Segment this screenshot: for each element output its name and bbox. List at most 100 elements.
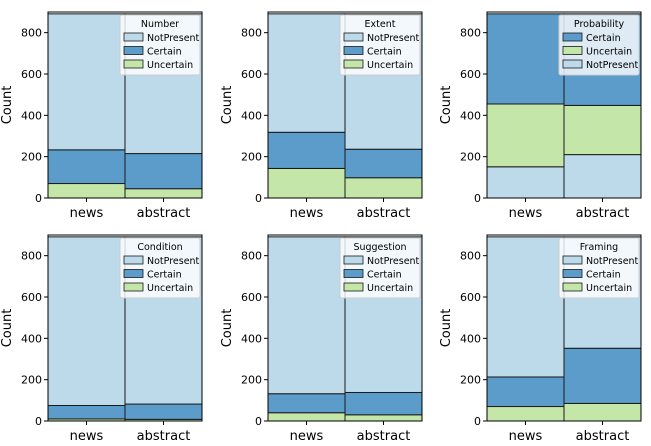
bar-notpresent-news — [47, 236, 126, 406]
legend-label-uncertain: Uncertain — [367, 283, 413, 294]
y-tick-label: 400 — [460, 332, 481, 345]
legend-label-notpresent: NotPresent — [367, 33, 420, 44]
bar-uncertain-news — [486, 103, 565, 168]
bar-certain-abstract — [563, 347, 642, 404]
bar-notpresent-news — [267, 13, 346, 133]
y-tick-label: 800 — [21, 250, 42, 263]
legend-swatch-uncertain — [123, 59, 144, 69]
y-tick-label: 0 — [35, 415, 42, 428]
bar-uncertain-abstract — [563, 402, 642, 422]
axes-frame — [47, 234, 203, 422]
x-tick-label: news — [509, 206, 543, 221]
legend-label-notpresent: NotPresent — [147, 33, 200, 44]
bar-uncertain-news — [486, 406, 565, 422]
legend-swatch-uncertain — [343, 59, 364, 69]
legend-label-uncertain: Uncertain — [367, 60, 413, 71]
y-tick-label: 400 — [21, 109, 42, 122]
legend-label-certain: Certain — [367, 47, 402, 58]
legend-label-uncertain: Uncertain — [586, 283, 632, 294]
bar-certain-abstract — [124, 153, 203, 190]
bar-certain-abstract — [344, 148, 423, 179]
y-tick-label: 200 — [21, 374, 42, 387]
axes-frame — [267, 234, 423, 422]
bar-uncertain-news — [47, 183, 126, 199]
legend-title: Probability — [574, 19, 625, 30]
legend-swatch-notpresent — [123, 32, 144, 42]
x-tick-label: abstract — [576, 429, 630, 442]
y-tick-label: 400 — [241, 332, 262, 345]
y-axis-label: Count — [220, 309, 235, 348]
y-tick-label: 800 — [21, 27, 42, 40]
x-tick-label: abstract — [576, 206, 630, 221]
y-tick-label: 400 — [241, 109, 262, 122]
legend-swatch-uncertain — [562, 46, 583, 55]
y-tick-label: 200 — [241, 374, 262, 387]
y-tick-label: 600 — [21, 68, 42, 81]
bar-certain-news — [267, 131, 346, 169]
x-tick-label: abstract — [357, 429, 411, 442]
bar-certain-news — [47, 149, 126, 185]
x-tick-label: abstract — [137, 206, 191, 221]
y-axis-label: Count — [0, 86, 15, 125]
x-tick-label: news — [70, 206, 104, 221]
legend-label-notpresent: NotPresent — [147, 256, 200, 267]
y-tick-label: 600 — [21, 291, 42, 304]
bar-notpresent-news — [486, 236, 565, 378]
legend-label-uncertain: Uncertain — [586, 47, 632, 58]
y-tick-label: 200 — [460, 374, 481, 387]
axes-frame — [267, 11, 423, 199]
legend-swatch-certain — [562, 269, 583, 278]
axes-frame — [486, 11, 642, 199]
legend-swatch-notpresent — [123, 255, 144, 265]
legend-label-uncertain: Uncertain — [147, 60, 193, 71]
legend-label-notpresent: NotPresent — [367, 256, 420, 267]
axes-frame — [47, 11, 203, 199]
legend-title: Condition — [137, 242, 182, 253]
x-tick-label: news — [70, 429, 104, 442]
legend-title: Framing — [580, 242, 618, 253]
legend-swatch-notpresent — [562, 255, 583, 265]
bar-certain-abstract — [344, 391, 423, 416]
y-tick-label: 400 — [21, 332, 42, 345]
legend-label-notpresent: NotPresent — [586, 60, 639, 71]
bar-notpresent-news — [47, 13, 126, 151]
x-tick-label: news — [290, 206, 324, 221]
legend-swatch-certain — [123, 46, 144, 55]
y-tick-label: 0 — [35, 192, 42, 205]
y-tick-label: 800 — [460, 27, 481, 40]
legend-label-certain: Certain — [147, 270, 182, 281]
x-tick-label: news — [290, 429, 324, 442]
bar-certain-news — [486, 376, 565, 408]
legend-swatch-notpresent — [343, 255, 364, 265]
legend-swatch-certain — [343, 46, 364, 55]
y-tick-label: 400 — [460, 109, 481, 122]
bar-certain-news — [267, 393, 346, 414]
bar-uncertain-abstract — [124, 188, 203, 199]
y-tick-label: 800 — [460, 250, 481, 263]
y-tick-label: 0 — [474, 192, 481, 205]
x-tick-label: abstract — [357, 206, 411, 221]
legend-swatch-notpresent — [562, 59, 583, 69]
legend-label-certain: Certain — [147, 47, 182, 58]
bar-uncertain-news — [267, 412, 346, 422]
y-tick-label: 600 — [241, 291, 262, 304]
bar-certain-news — [47, 405, 126, 420]
y-axis-label: Count — [439, 309, 454, 348]
y-axis-label: Count — [0, 309, 15, 348]
y-tick-label: 600 — [460, 291, 481, 304]
bar-certain-abstract — [124, 403, 203, 420]
y-axis-label: Count — [439, 86, 454, 125]
y-tick-label: 200 — [21, 151, 42, 164]
axes-frame — [486, 234, 642, 422]
y-tick-label: 800 — [241, 250, 262, 263]
